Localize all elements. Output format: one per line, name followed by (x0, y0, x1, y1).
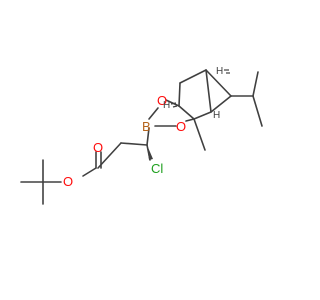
atom-h-2: H (216, 66, 223, 77)
hash-h1-b (170, 102, 177, 105)
bond-o1-c (165, 99, 180, 107)
atom-chlorine: Cl (151, 161, 163, 176)
bond-ring-c-c (178, 105, 195, 120)
bond-bicyclic-3 (205, 69, 232, 97)
atom-h-3: H (213, 110, 220, 121)
bond-oester-to-carbonyl (82, 167, 97, 177)
bond-chain-2 (120, 142, 148, 146)
bond-bicyclic-7 (205, 69, 212, 113)
bond-boron-o1 (148, 107, 159, 120)
hash-h1-a (172, 105, 178, 108)
bonds (20, 69, 263, 205)
atom-o-carbonyl: O (93, 140, 103, 155)
bond-bicyclic-5 (193, 111, 212, 120)
atom-o-ester: O (63, 174, 73, 189)
bond-c-to-boron (146, 127, 150, 146)
bond-chain-1 (97, 142, 122, 169)
atom-o-ring-1: O (157, 93, 167, 108)
molecule-canvas: O O O O B Cl H H H (20, 66, 263, 205)
wedge-bond-cl (147, 145, 153, 160)
bond-o2-c (185, 118, 195, 122)
structure-diagram: O O O O B Cl H H H (20, 66, 263, 205)
atom-h-1: H (163, 100, 170, 111)
bond-bicyclic-2 (179, 69, 207, 84)
bond-methyl-down (193, 118, 206, 151)
bond-gem-methyl-1 (252, 71, 259, 97)
atom-o-ring-2: O (176, 119, 186, 134)
bond-bicyclic-4 (210, 95, 232, 113)
atom-boron: B (142, 119, 151, 134)
bond-gem-methyl-2 (252, 95, 263, 127)
bond-bicyclic-1 (178, 82, 181, 107)
hashed-bonds (170, 69, 230, 108)
